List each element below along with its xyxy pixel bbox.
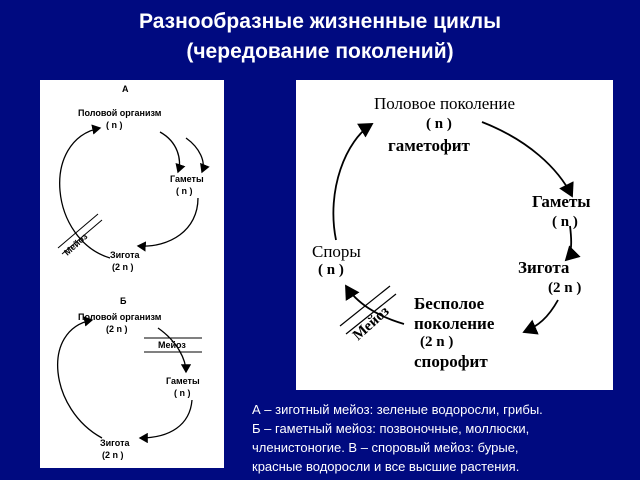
diagram-c-gametophyte: гаметофит [388,136,470,155]
cycle-arrows-ab [57,124,210,444]
diagram-b-organism-ploidy: (2 n ) [106,324,128,334]
diagram-b-gametes-ploidy: ( n ) [174,388,191,398]
diagram-c-gametes-ploidy: ( n ) [552,214,578,230]
diagram-a-letter: А [122,84,129,94]
arrow-c-asexual-to-spores [345,284,405,325]
diagram-b-organism: Половой организм [78,312,162,322]
diagram-b-letter: Б [120,296,127,306]
arrow-c-spores-to-sexual [332,123,374,241]
diagram-a-gametes: Гаметы [170,174,204,184]
arrow-b-zygote-to-organism [57,316,103,439]
diagram-c-spores-ploidy: ( n ) [318,262,344,278]
cycle-arrows-c [332,121,581,335]
diagram-c-sporophyte: спорофит [414,352,488,371]
caption-line-4: красные водоросли и все высшие растения. [252,459,520,474]
arrow-c-gametes-to-zygote [564,225,581,262]
diagram-c-asexual-generation-1: Бесполое [414,294,485,313]
arrow-b-organism-to-gametes [157,327,192,374]
diagram-c-asexual-ploidy: (2 n ) [420,334,454,350]
diagram-a-organism: Половой организм [78,108,162,118]
diagram-panel-ab: А Половой организм ( n ) Гаметы ( n ) Зи… [40,80,224,468]
slide-title-line2: (чередование поколений) [186,40,454,63]
caption-line-3: членистоногие. В – споровый мейоз: бурые… [252,440,519,455]
arrow-b-gametes-to-zygote [138,399,193,444]
diagram-a-zygote: Зигота [110,250,140,260]
arrow-a-organism-to-gametes [159,131,186,174]
diagram-c-sexual-ploidy: ( n ) [426,116,452,132]
caption: А – зиготный мейоз: зеленые водоросли, г… [252,400,632,476]
arrow-a-organism-to-gametes-2 [185,137,210,174]
diagram-a-zygote-ploidy: (2 n ) [112,262,134,272]
diagram-b-zygote-ploidy: (2 n ) [102,450,124,460]
diagram-c-sexual-generation: Половое поколение [374,94,515,113]
diagram-c-spores: Споры [312,242,361,261]
arrow-a-gametes-to-zygote [136,197,199,252]
arrow-c-sexual-to-gametes [481,121,574,198]
diagram-c-gametes: Гаметы [532,192,591,211]
slide-title-line1: Разнообразные жизненные циклы [138,10,502,33]
diagram-c-zygote-ploidy: (2 n ) [548,280,582,296]
diagram-a-gametes-ploidy: ( n ) [176,186,193,196]
diagram-a-organism-ploidy: ( n ) [106,120,123,130]
caption-line-2: Б – гаметный мейоз: позвоночные, моллюск… [252,421,530,436]
arrow-a-zygote-to-organism [59,124,111,259]
diagram-b-meiosis: Мейоз [158,340,186,350]
caption-line-1: А – зиготный мейоз: зеленые водоросли, г… [252,402,543,417]
diagram-c-asexual-generation-2: поколение [414,314,495,333]
diagram-b-zygote: Зигота [100,438,130,448]
arrow-c-zygote-to-asexual [522,299,559,335]
diagram-panel-c: Половое поколение ( n ) гаметофит Гаметы… [296,80,613,390]
diagram-b-gametes: Гаметы [166,376,200,386]
diagram-c-zygote: Зигота [518,258,570,277]
